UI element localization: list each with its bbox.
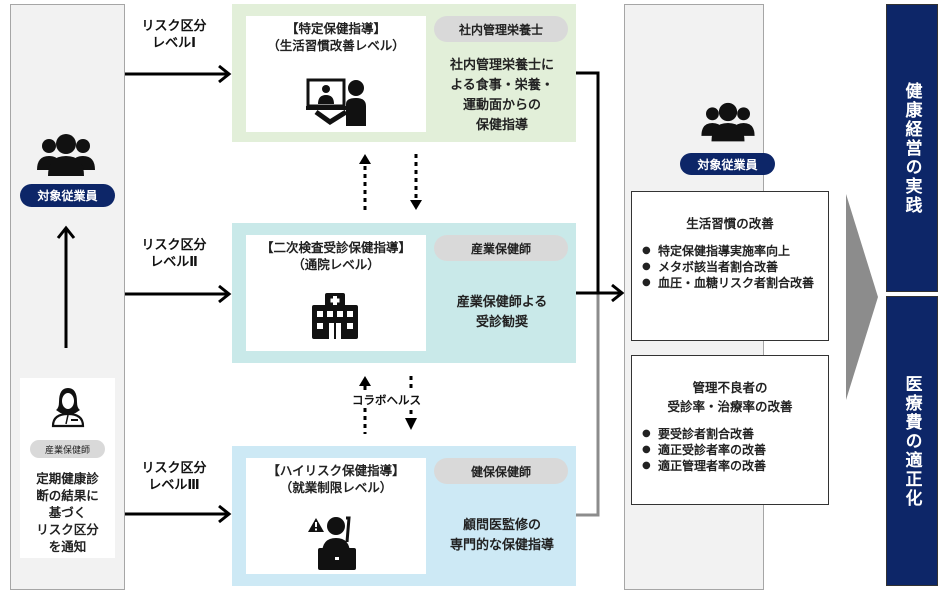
goal-medical-cost: 医療費の適正化 — [886, 296, 938, 586]
risk-label-line: レベルⅡ — [150, 255, 198, 270]
merge-connector — [576, 71, 625, 517]
arrow-to-level-2 — [125, 284, 232, 304]
employees-group-icon — [37, 134, 95, 176]
up-arrow — [56, 225, 76, 348]
notice-line: 断の結果に — [36, 488, 99, 503]
outcome-item: 適正受診者率の改善 — [642, 442, 828, 458]
program-role-badge: 産業保健師 — [434, 235, 568, 261]
employees-badge-right: 対象従業員 — [680, 153, 775, 175]
desc-line: 受診勧奨 — [475, 315, 528, 330]
outcome-item: 血圧・血糖リスク者割合改善 — [642, 275, 828, 291]
desc-line: 顧問医監修の — [462, 518, 541, 533]
outcome-treatment: 管理不良者の 受診率・治療率の改善 要受診者割合改善 適正受診者率の改善 適正管… — [631, 355, 829, 505]
risk-level-1-label: リスク区分 レベルⅠ — [124, 18, 224, 52]
program-description: 社内管理栄養士に よる食事・栄養・ 運動面からの 保健指導 — [432, 56, 572, 136]
program-role-badge: 健保保健師 — [434, 458, 568, 484]
notice-card: 産業保健師 定期健康診 断の結果に 基づく リスク区分 を通知 — [20, 378, 115, 558]
notice-line: 基づく — [48, 505, 87, 520]
program-description: 顧問医監修の 専門的な保健指導 — [432, 516, 572, 556]
outcome-panel: 対象従業員 生活習慣の改善 特定保健指導実施率向上 メタボ該当者割合改善 血圧・… — [624, 4, 829, 590]
desc-line: よる食事・栄養・ — [450, 78, 554, 93]
outcome-list: 特定保健指導実施率向上 メタボ該当者割合改善 血圧・血糖リスク者割合改善 — [632, 243, 828, 291]
collab-arrows-upper — [359, 154, 422, 212]
program-title: 【特定保健指導】 （生活習慣改善レベル） — [246, 20, 426, 54]
risk-label-line: レベルⅢ — [148, 478, 200, 493]
outcome-item: メタボ該当者割合改善 — [642, 259, 828, 275]
program-level-2: 【二次検査受診保健指導】 （通院レベル） 産業保健師 産業保健師よる 受診勧奨 — [232, 223, 576, 363]
program-subtitle-text: （就業制限レベル） — [279, 480, 393, 495]
desc-line: 産業保健師よる — [456, 295, 548, 310]
outcome-item: 適正管理者率の改善 — [642, 458, 828, 474]
risk-label-line: リスク区分 — [141, 238, 207, 253]
outcome-lifestyle: 生活習慣の改善 特定保健指導実施率向上 メタボ該当者割合改善 血圧・血糖リスク者… — [631, 191, 829, 341]
hospital-icon — [312, 293, 358, 339]
outcome-title: 管理不良者の 受診率・治療率の改善 — [632, 378, 828, 416]
outcome-title-line: 受診率・治療率の改善 — [667, 399, 793, 414]
arrow-to-level-1 — [125, 64, 232, 84]
risk-label-line: リスク区分 — [141, 461, 207, 476]
program-card: 【特定保健指導】 （生活習慣改善レベル） — [246, 16, 426, 132]
collab-health-label: コラボヘルス — [352, 393, 421, 407]
program-card: 【ハイリスク保健指導】 （就業制限レベル） — [246, 458, 426, 574]
arrow-to-level-3 — [125, 504, 232, 524]
risk-level-2-label: リスク区分 レベルⅡ — [124, 237, 224, 271]
outcome-title-line: 管理不良者の — [692, 380, 768, 395]
program-subtitle-text: （通院レベル） — [292, 257, 380, 272]
outcome-item: 特定保健指導実施率向上 — [642, 243, 828, 259]
program-title: 【二次検査受診保健指導】 （通院レベル） — [246, 239, 426, 273]
program-description: 産業保健師よる 受診勧奨 — [432, 293, 572, 333]
outcome-title-line: 生活習慣の改善 — [686, 216, 774, 231]
notice-line: を通知 — [48, 539, 87, 554]
collab-arrows-lower — [359, 376, 417, 434]
video-consultation-icon — [306, 78, 366, 126]
desc-line: 運動面からの — [462, 98, 541, 113]
goal-text: 健康経営の実践 — [901, 81, 922, 215]
notice-line: 定期健康診 — [36, 471, 99, 486]
outcome-list: 要受診者割合改善 適正受診者率の改善 適正管理者率の改善 — [632, 426, 828, 474]
employees-badge-left: 対象従業員 — [20, 184, 115, 207]
nurse-badge: 産業保健師 — [30, 440, 105, 458]
program-title-text: 【二次検査受診保健指導】 — [260, 240, 411, 255]
program-title: 【ハイリスク保健指導】 （就業制限レベル） — [246, 462, 426, 496]
outcome-item: 要受診者割合改善 — [642, 426, 828, 442]
program-card: 【二次検査受診保健指導】 （通院レベル） — [246, 235, 426, 351]
program-level-3: 【ハイリスク保健指導】 （就業制限レベル） 健保保健師 顧問医監修の 専門的な保… — [232, 446, 576, 586]
risk-label-line: レベルⅠ — [152, 36, 196, 51]
program-title-text: 【特定保健指導】 — [285, 21, 386, 36]
notice-text: 定期健康診 断の結果に 基づく リスク区分 を通知 — [20, 470, 115, 555]
desc-line: 専門的な保健指導 — [449, 538, 554, 553]
high-risk-consultation-icon — [308, 516, 356, 570]
program-subtitle-text: （生活習慣改善レベル） — [267, 38, 405, 53]
outcome-title: 生活習慣の改善 — [632, 214, 828, 233]
program-level-1: 【特定保健指導】 （生活習慣改善レベル） 社内管理栄養士 社内管理栄養士に よる… — [232, 4, 576, 142]
employees-group-icon — [701, 102, 755, 142]
chevron-right-icon — [846, 194, 878, 400]
desc-line: 社内管理栄養士に — [449, 58, 554, 73]
program-title-text: 【ハイリスク保健指導】 — [267, 463, 405, 478]
risk-level-3-label: リスク区分 レベルⅢ — [124, 460, 224, 494]
goal-health-management: 健康経営の実践 — [886, 4, 938, 292]
goal-text: 医療費の適正化 — [901, 374, 922, 508]
notice-line: リスク区分 — [36, 522, 99, 537]
desc-line: 保健指導 — [475, 118, 528, 133]
program-role-badge: 社内管理栄養士 — [434, 16, 568, 42]
nurse-icon — [51, 388, 85, 428]
risk-label-line: リスク区分 — [141, 19, 207, 34]
